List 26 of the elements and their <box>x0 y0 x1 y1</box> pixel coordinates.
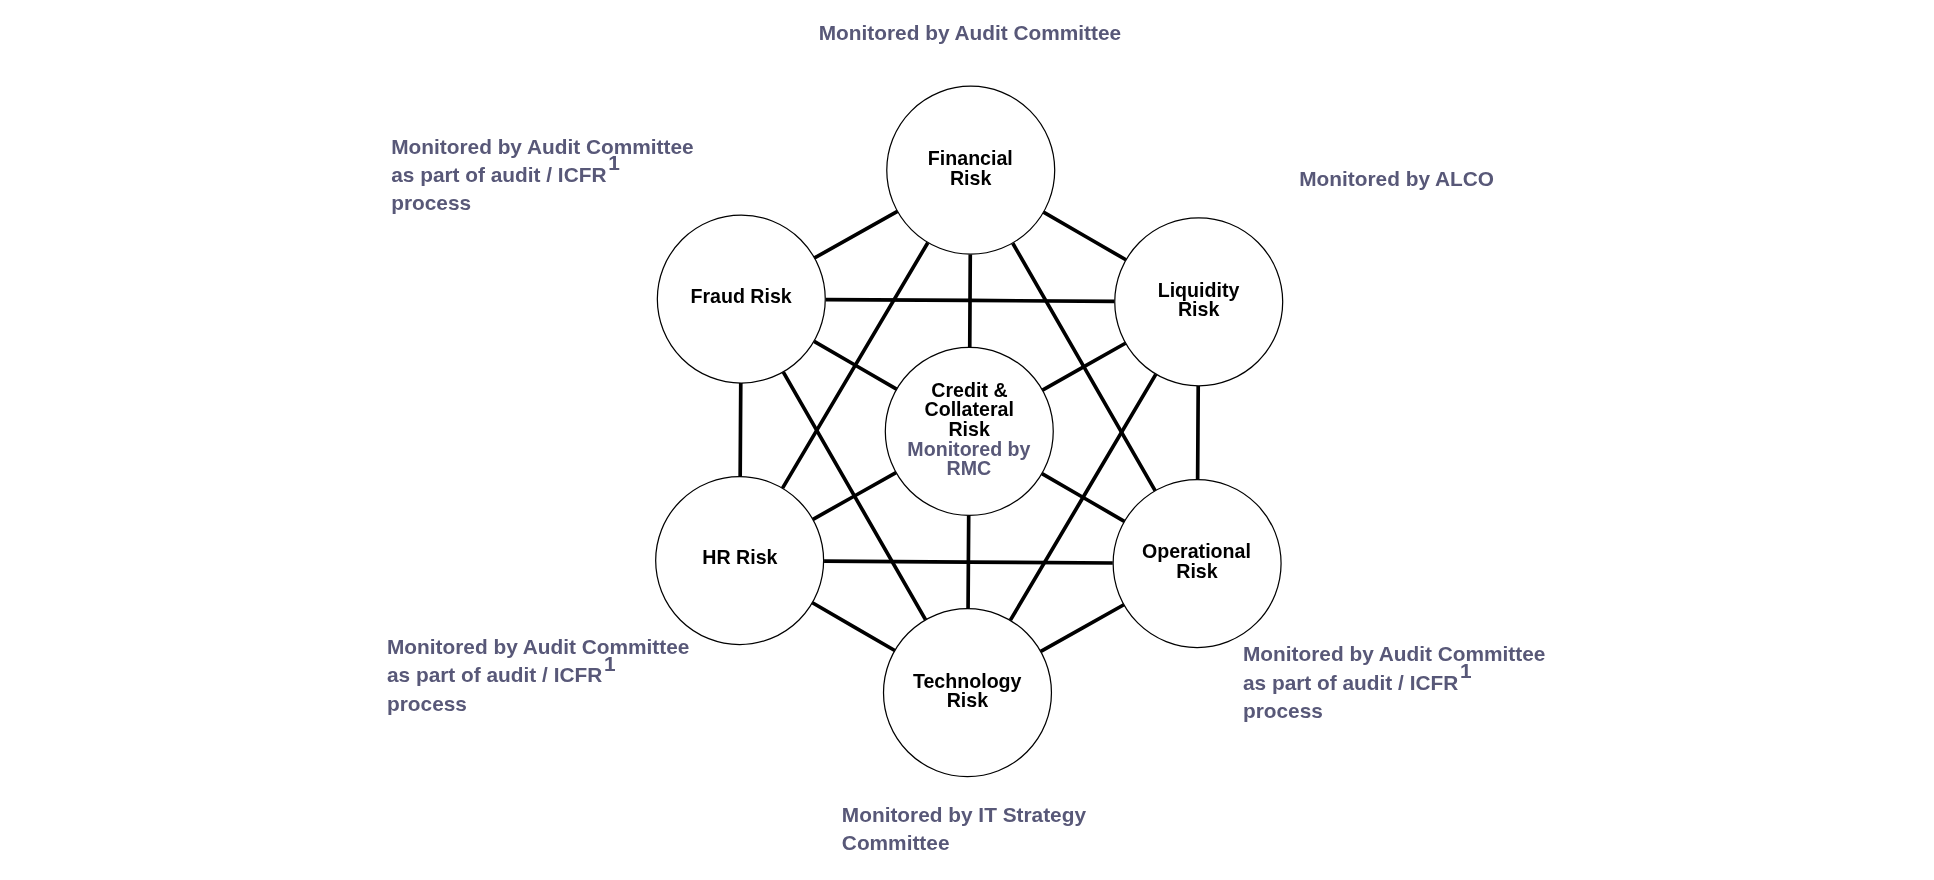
connector <box>824 559 1113 565</box>
connector <box>967 254 973 348</box>
connector <box>812 471 897 521</box>
connector <box>1195 386 1201 480</box>
connector <box>811 601 896 653</box>
connector <box>1039 603 1125 653</box>
node-circle: Liquidity Risk <box>1114 217 1284 387</box>
connector <box>1008 373 1158 622</box>
connector <box>966 515 971 609</box>
connector <box>813 339 898 391</box>
node-circle: Fraud Risk <box>656 214 826 384</box>
node-label: Monitored by ALCO <box>1299 166 1495 190</box>
connector <box>738 383 743 477</box>
node-circle: Credit & Collateral Risk Monitored by RMC <box>884 346 1054 516</box>
node-circle: Financial Risk <box>886 85 1056 255</box>
connector <box>781 371 928 621</box>
node-circle: Technology Risk <box>882 608 1053 778</box>
connector <box>1041 341 1127 392</box>
connector <box>825 297 1115 304</box>
node-label: Monitored by Audit Committee <box>818 20 1122 44</box>
connector <box>780 241 930 490</box>
connector <box>1042 210 1127 262</box>
connector <box>1041 471 1126 523</box>
connector <box>813 209 899 260</box>
node-label: Monitored by IT Strategy Committee <box>841 803 1087 855</box>
connector <box>1011 242 1157 492</box>
